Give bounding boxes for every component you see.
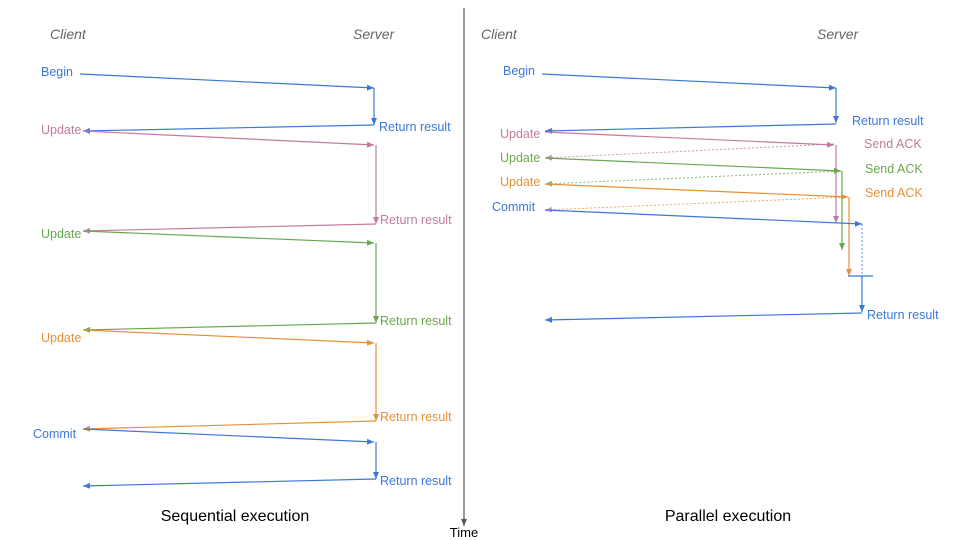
server-label-return: Return result [867,308,939,322]
ack-arrow [544,170,842,187]
ack-arrow [544,196,849,213]
request-arrow [82,230,375,246]
response-arrow [544,123,837,134]
server-label-return: Return result [379,120,451,134]
client-label-update: Update [500,127,540,141]
request-arrow [544,183,849,200]
response-arrow [82,420,377,432]
server-label-ack: Send ACK [864,137,922,151]
client-label-update: Update [41,331,81,345]
request-arrow [79,73,375,91]
server-label-ack: Send ACK [865,186,923,200]
server-label-return: Return result [380,213,452,227]
response-arrow [544,312,863,323]
request-arrow [82,130,375,148]
response-arrow [82,124,375,134]
server-header: Server [817,26,860,42]
commit-arrow [544,209,863,227]
sequential-diagram: Client Server Begin Update Update Update… [33,26,452,525]
response-arrow [82,223,377,234]
time-label: Time [450,525,478,540]
client-header: Client [50,26,87,42]
request-arrow [82,329,375,346]
request-arrow [541,73,837,91]
client-label-update: Update [41,123,81,137]
caption-sequential: Sequential execution [161,508,310,525]
client-label-commit: Commit [33,427,77,441]
client-label-begin: Begin [503,64,535,78]
ack-arrow [544,143,835,161]
server-label-ack: Send ACK [865,162,923,176]
client-label-update: Update [500,175,540,189]
client-label-update: Update [41,227,81,241]
server-label-return: Return result [380,474,452,488]
client-label-update: Update [500,151,540,165]
caption-parallel: Parallel execution [665,508,791,525]
server-label-return: Return result [380,314,452,328]
response-arrow [82,478,377,489]
request-arrow [544,157,842,174]
client-label-begin: Begin [41,65,73,79]
response-arrow [82,322,377,333]
client-header: Client [481,26,518,42]
client-label-commit: Commit [492,200,536,214]
request-arrow [82,428,375,445]
request-arrow [544,131,835,148]
server-label-return: Return result [852,114,924,128]
server-header: Server [353,26,396,42]
parallel-diagram: Client Server Begin Update Update Update… [481,26,939,525]
server-label-return: Return result [380,410,452,424]
